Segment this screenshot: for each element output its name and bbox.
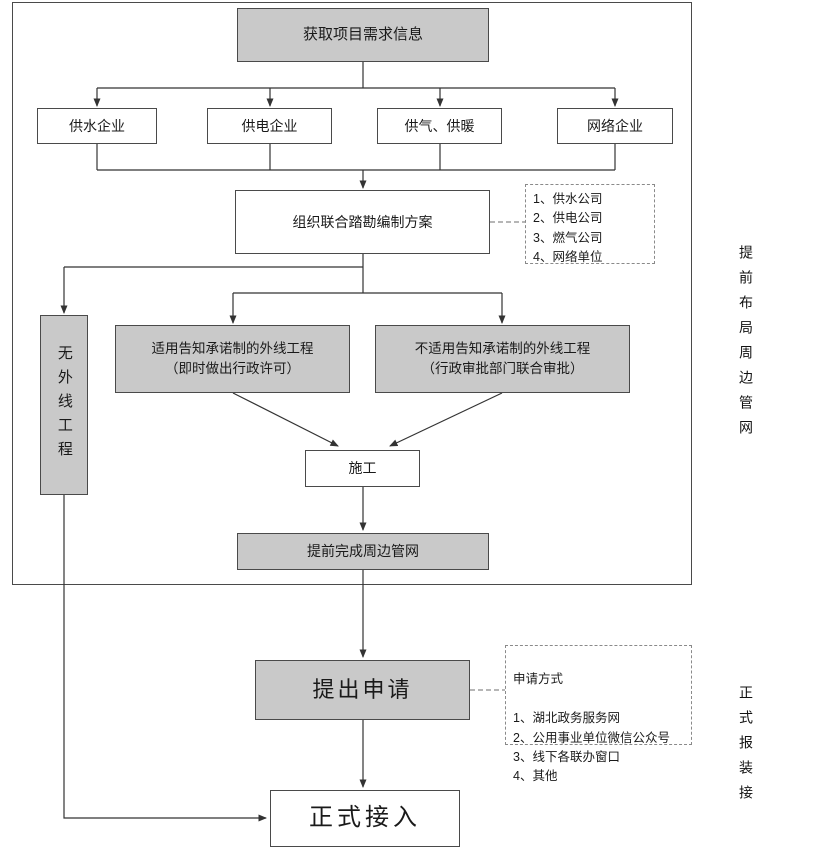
node-complete-pipe-network: 提前完成周边管网 [237, 533, 489, 570]
arrow-notapplicable-to-construction [389, 392, 503, 447]
node-submit-application: 提出申请 [255, 660, 470, 720]
advance-stage-frame [12, 2, 692, 585]
node-construction: 施工 [305, 450, 420, 487]
node-power-enterprise: 供电企业 [207, 108, 332, 144]
node-joint-survey-plan: 组织联合踏勘编制方案 [235, 190, 490, 254]
arrow-bypass-to-formal [63, 495, 267, 822]
node-formal-access: 正式接入 [270, 790, 460, 847]
note-application-methods: 申请方式 1、湖北政务服务网 2、公用事业单位微信公众号 3、线下各联办窗口 4… [505, 645, 692, 783]
note-application-methods-list: 1、湖北政务服务网 2、公用事业单位微信公众号 3、线下各联办窗口 4、其他 [513, 711, 670, 784]
node-not-applicable-commitment: 不适用告知承诺制的外线工程 （行政审批部门联合审批） [375, 325, 630, 393]
node-no-external-works: 无外线工程 [40, 315, 88, 495]
stage-label-advance-layout: 提前布局周边管网 [738, 245, 754, 445]
node-water-enterprise: 供水企业 [37, 108, 157, 144]
node-gas-heat-enterprise: 供气、供暖 [377, 108, 502, 144]
node-network-enterprise: 网络企业 [557, 108, 673, 144]
note-application-methods-title: 申请方式 [513, 672, 564, 687]
stage-label-formal-install: 正式报装接 [738, 685, 754, 810]
arrow-applicable-to-construction [232, 392, 339, 447]
node-applicable-commitment: 适用告知承诺制的外线工程 （即时做出行政许可） [115, 325, 350, 393]
note-company-list: 1、供水公司 2、供电公司 3、燃气公司 4、网络单位 [525, 184, 655, 264]
node-get-project-info: 获取项目需求信息 [237, 8, 489, 62]
